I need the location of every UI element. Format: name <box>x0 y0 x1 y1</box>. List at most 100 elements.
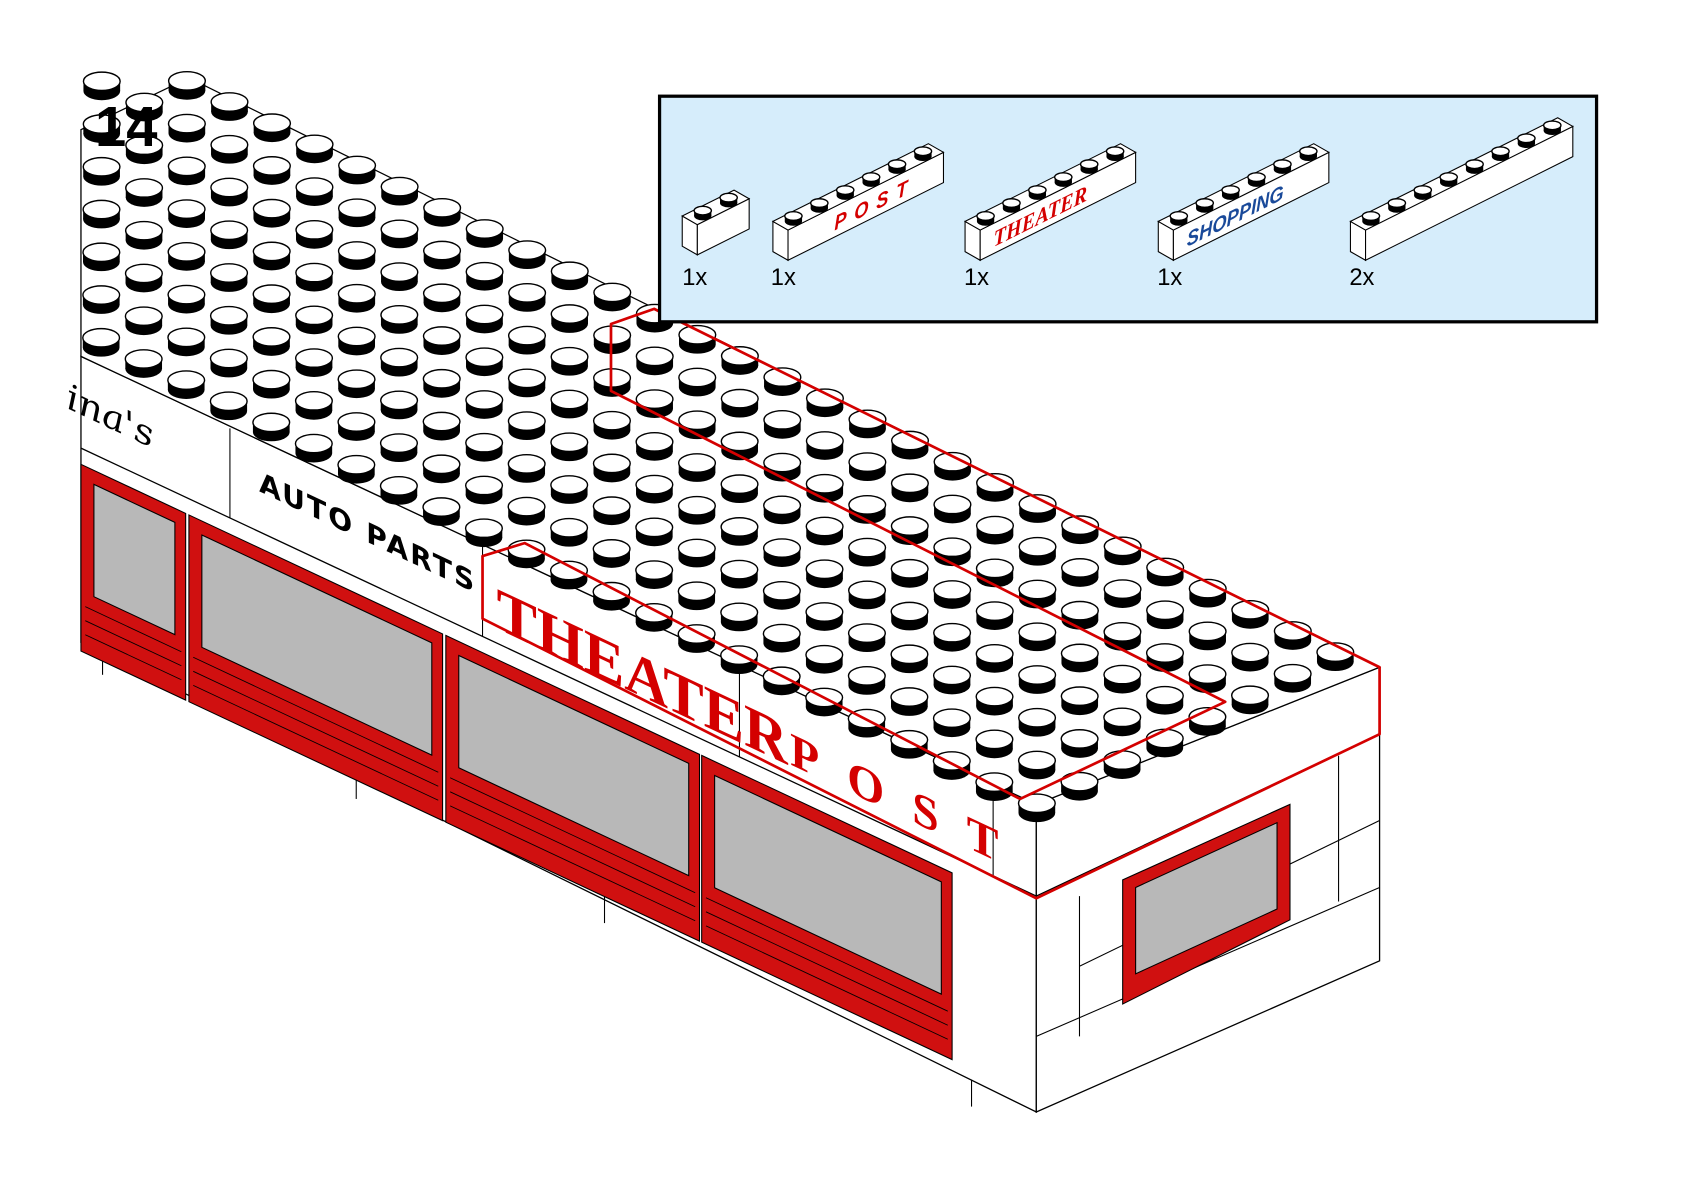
stud <box>933 494 972 524</box>
stud <box>550 346 589 376</box>
stud-top <box>210 92 249 112</box>
stud <box>763 452 802 482</box>
stud <box>720 517 759 546</box>
stud <box>635 389 674 418</box>
new-parts-highlight <box>481 307 1381 900</box>
stud-top <box>1231 599 1270 620</box>
stud-top <box>167 70 207 91</box>
stud-top <box>890 516 929 536</box>
stud <box>125 135 164 165</box>
stud-top <box>380 176 419 197</box>
stud <box>209 305 249 335</box>
stud-top <box>252 198 291 219</box>
stud <box>1146 600 1185 630</box>
window-sill-line <box>449 777 696 894</box>
stud <box>1145 643 1185 672</box>
stud-top <box>422 368 461 389</box>
stud-top <box>890 558 929 579</box>
stud <box>1542 120 1562 136</box>
stud-top <box>82 199 121 220</box>
stud <box>1273 621 1312 650</box>
stud <box>125 178 164 207</box>
stud <box>1028 185 1047 200</box>
stud-top <box>847 580 887 601</box>
stud-top <box>465 390 504 410</box>
stud <box>763 409 802 439</box>
stud-top <box>422 411 461 432</box>
stud-top <box>805 431 844 451</box>
stud-top <box>337 283 376 304</box>
stud <box>507 325 547 355</box>
stud-top <box>677 538 716 559</box>
stud <box>635 431 674 461</box>
stud-top <box>933 622 972 643</box>
stud-top <box>763 367 802 387</box>
stud <box>379 476 418 505</box>
stud <box>976 211 995 226</box>
stud-top <box>550 261 589 282</box>
stud-top <box>720 559 759 580</box>
stud <box>550 432 589 462</box>
stud-top <box>210 220 249 241</box>
stud-top <box>847 666 886 686</box>
stud <box>678 324 717 354</box>
stud <box>847 666 886 695</box>
stud <box>295 305 334 335</box>
stud <box>252 412 291 442</box>
stud <box>933 580 972 609</box>
stud <box>1061 515 1100 545</box>
stud-top <box>465 432 504 453</box>
stud-top <box>252 412 291 433</box>
stud <box>337 283 376 313</box>
stud <box>677 495 716 525</box>
stud-top <box>167 284 206 305</box>
stud-top <box>719 192 738 203</box>
stud <box>337 454 376 484</box>
stud <box>635 474 674 504</box>
stud-top <box>210 177 249 198</box>
stud <box>294 348 334 377</box>
window-sill-line <box>193 656 439 773</box>
stud-top <box>635 517 674 538</box>
stud-top <box>847 623 886 644</box>
stud-top <box>1053 172 1073 183</box>
stud <box>1060 643 1099 673</box>
building-model: ina's AUTO PARTS THEATER POST <box>67 70 1382 1114</box>
stud-top <box>124 220 164 241</box>
stud <box>975 558 1014 588</box>
stud-top <box>933 451 972 472</box>
stud-top <box>252 284 291 305</box>
window-glass <box>93 483 176 636</box>
stud-top <box>295 177 334 197</box>
stud-top <box>252 241 291 262</box>
stud-top <box>1060 600 1099 621</box>
stud-top <box>380 305 419 325</box>
stud-top <box>1002 198 1021 209</box>
stud-top <box>975 729 1014 750</box>
stud-top <box>1018 494 1057 514</box>
stud-top <box>1221 185 1240 196</box>
stud <box>209 391 248 421</box>
stud-top <box>890 729 929 750</box>
stud <box>550 261 589 291</box>
stud <box>379 433 419 463</box>
stud <box>210 263 249 292</box>
stud-top <box>82 71 121 92</box>
stud-top <box>82 156 121 177</box>
stud <box>805 516 844 546</box>
stud <box>1145 685 1184 715</box>
stud <box>380 305 419 334</box>
stud <box>593 282 632 312</box>
stud-top <box>1060 771 1099 792</box>
storefront-window <box>80 463 187 702</box>
stud <box>507 496 546 526</box>
stud-top <box>720 602 759 623</box>
stud-top <box>294 390 333 411</box>
stud-top <box>507 496 546 517</box>
stud-top <box>1439 172 1459 183</box>
stud-top <box>805 559 844 580</box>
stud-top <box>1188 707 1227 727</box>
stud <box>720 346 759 375</box>
stud-top <box>380 262 419 283</box>
